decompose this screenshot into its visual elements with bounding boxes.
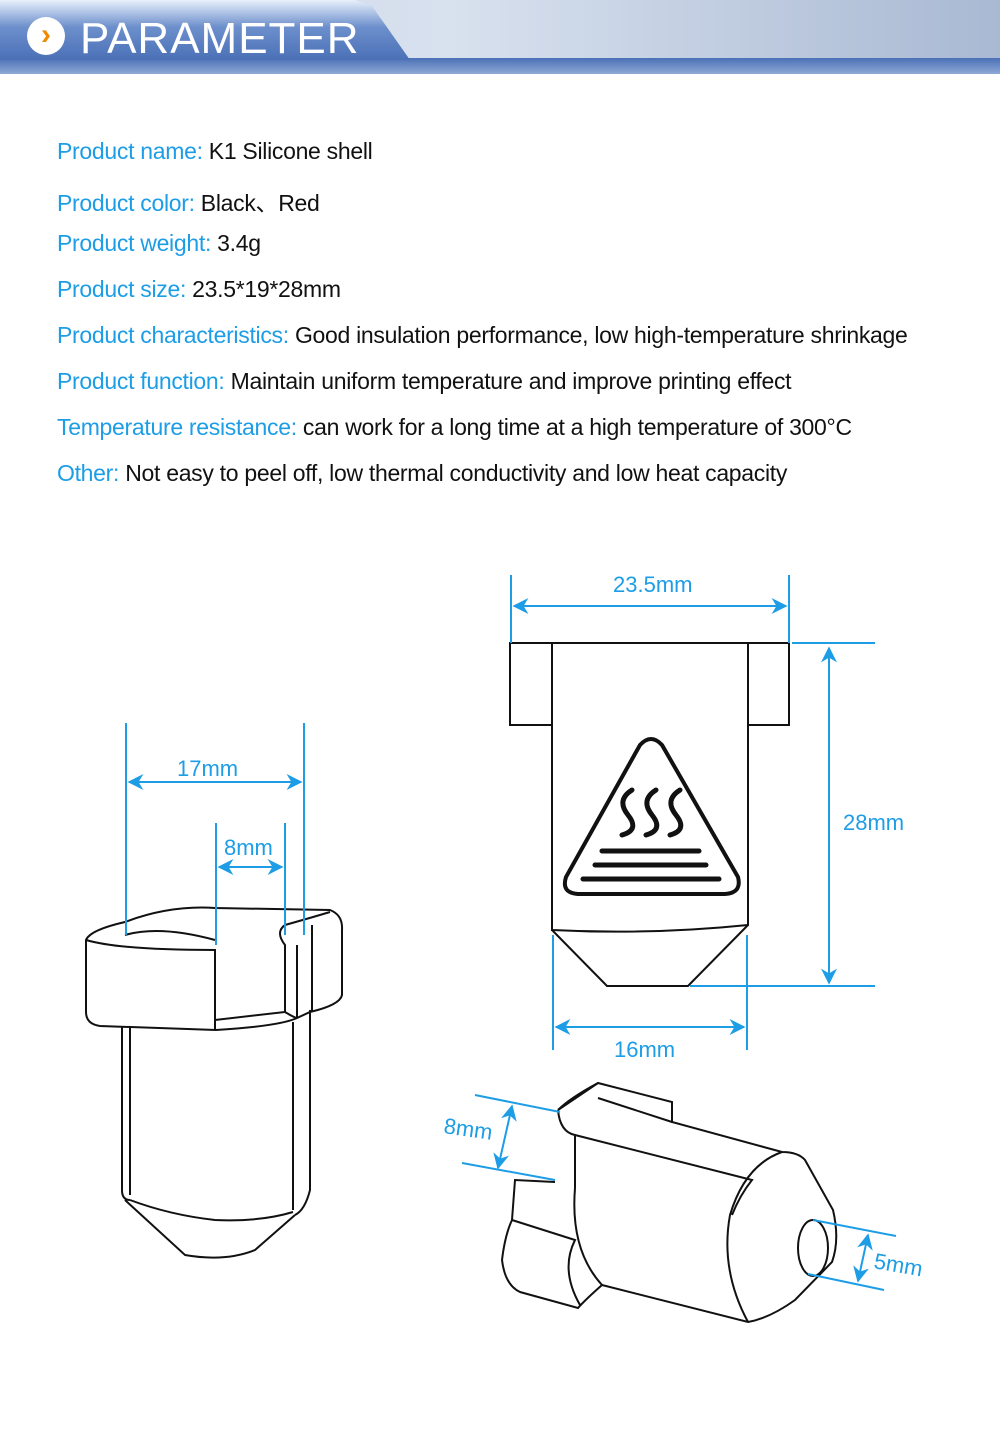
page-title: PARAMETER [80, 14, 360, 63]
spec-row: Product name: K1 Silicone shell [57, 138, 908, 184]
spec-label: Product characteristics: [57, 322, 289, 348]
header-banner: › PARAMETER [0, 0, 1000, 74]
spec-label: Product name: [57, 138, 203, 164]
hot-surface-warning-icon [562, 737, 741, 896]
header-band [0, 58, 1000, 74]
header-tab [0, 0, 410, 60]
spec-value: K1 Silicone shell [208, 138, 373, 164]
spec-value: Good insulation performance, low high-te… [294, 322, 908, 348]
spec-row: Other: Not easy to peel off, low thermal… [57, 460, 908, 506]
spec-value: 23.5*19*28mm [192, 276, 341, 302]
spec-value: Black、Red [200, 190, 320, 216]
spec-label: Temperature resistance: [57, 414, 297, 440]
side-view-drawing [85, 906, 344, 1259]
spec-label: Product function: [57, 368, 225, 394]
spec-row: Temperature resistance: can work for a l… [57, 414, 908, 460]
spec-label: Product weight: [57, 230, 212, 256]
dimension-nozzle-hole: 5mm [872, 1248, 924, 1281]
spec-row: Product function: Maintain uniform tempe… [57, 368, 908, 414]
spec-label: Other: [57, 460, 120, 486]
spec-list: Product name: K1 Silicone shell Product … [57, 138, 908, 506]
spec-value: can work for a long time at a high tempe… [302, 414, 852, 440]
front-dimension-lines [510, 575, 875, 1050]
front-view-drawing [509, 642, 790, 987]
perspective-dimension-lines [461, 1094, 897, 1291]
dimension-slot: 8mm [224, 835, 273, 860]
spec-row: Product weight: 3.4g [57, 230, 908, 276]
spec-label: Product color: [57, 190, 195, 216]
spec-row: Product characteristics: Good insulation… [57, 322, 908, 368]
dimension-width-top: 23.5mm [613, 572, 692, 597]
spec-value: Not easy to peel off, low thermal conduc… [125, 460, 788, 486]
spec-label: Product size: [57, 276, 187, 302]
chevron-right-icon: › [27, 17, 65, 55]
spec-row: Product color: Black、Red [57, 184, 908, 230]
perspective-view-drawing [500, 1081, 838, 1324]
spec-value: Maintain uniform temperature and improve… [230, 368, 792, 394]
dimension-width-bottom: 16mm [614, 1037, 675, 1062]
dimension-height: 28mm [843, 810, 904, 835]
spec-row: Product size: 23.5*19*28mm [57, 276, 908, 322]
spec-value: 3.4g [217, 230, 261, 256]
side-dimension-lines [125, 723, 305, 945]
dimension-side-depth: 8mm [442, 1113, 494, 1145]
dimension-side-width: 17mm [177, 756, 238, 781]
